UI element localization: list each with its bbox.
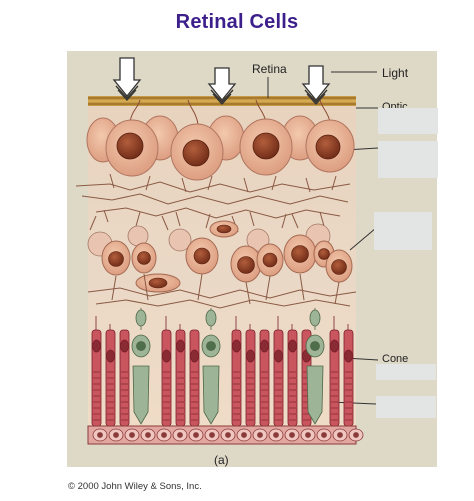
rod-nucleus <box>344 349 353 363</box>
pigment-cell-nucleus <box>129 432 135 438</box>
hidden-label-box <box>374 212 432 250</box>
rod-cell <box>189 329 200 427</box>
light-label: Light <box>382 66 409 80</box>
cone-cells <box>131 308 325 425</box>
rod-nucleus <box>120 339 129 353</box>
pigment-cell <box>124 428 140 442</box>
rod-nucleus <box>92 339 101 353</box>
rod-cells <box>91 316 354 427</box>
pigment-cell-nucleus <box>305 432 311 438</box>
rod-cell <box>245 324 256 427</box>
cone-cell <box>201 308 221 425</box>
pigment-cell <box>284 428 300 442</box>
hidden-label-box <box>376 364 436 380</box>
ganglion-cell-layer <box>86 99 355 181</box>
cone-pedicle <box>135 309 147 327</box>
hidden-label-box <box>376 396 436 418</box>
pigment-cell-nucleus <box>145 432 151 438</box>
cone-nucleus <box>206 341 216 351</box>
pigment-cell <box>236 428 252 442</box>
pigment-cell <box>268 428 284 442</box>
pigment-cell <box>140 428 156 442</box>
light-arrow-icon <box>112 57 142 101</box>
rod-cell <box>343 324 354 427</box>
pigment-cell <box>348 428 364 442</box>
figure-tag: (a) <box>214 453 229 467</box>
page-title: Retinal Cells <box>175 11 299 33</box>
rod-cell <box>329 316 340 427</box>
pigment-cell <box>92 428 108 442</box>
rod-nucleus <box>288 339 297 353</box>
pigment-cell <box>108 428 124 442</box>
rod-cell <box>287 324 298 427</box>
pigment-cell-nucleus <box>241 432 247 438</box>
rod-nucleus <box>162 349 171 363</box>
pigment-cell <box>204 428 220 442</box>
pigment-cell <box>172 428 188 442</box>
pigment-cell-nucleus <box>177 432 183 438</box>
rod-cell <box>119 329 130 427</box>
copyright-notice: © 2000 John Wiley & Sons, Inc. <box>68 481 202 492</box>
pigment-cell-nucleus <box>97 432 103 438</box>
pigment-cell-nucleus <box>321 432 327 438</box>
cone-outer-segment <box>306 365 324 425</box>
rod-cell <box>161 316 172 427</box>
cone-nucleus <box>136 341 146 351</box>
cone-cell <box>305 308 325 425</box>
pigment-cell <box>156 428 172 442</box>
cone-nucleus <box>310 341 320 351</box>
pigment-cell-nucleus <box>113 432 119 438</box>
rod-nucleus <box>260 339 269 353</box>
rod-nucleus <box>246 349 255 363</box>
retina-label: Retina <box>252 62 287 76</box>
light-arrow-icon <box>301 65 331 105</box>
cone-pedicle <box>309 309 321 327</box>
pigment-cell <box>188 428 204 442</box>
bipolar-cell-layer <box>87 220 353 293</box>
pigment-cell-nucleus <box>257 432 263 438</box>
pigment-cell <box>300 428 316 442</box>
pigment-cell <box>220 428 236 442</box>
rod-cell <box>175 324 186 427</box>
pigment-cell-nucleus <box>289 432 295 438</box>
pigment-cell-nucleus <box>209 432 215 438</box>
rod-nucleus <box>190 349 199 363</box>
rod-nucleus <box>106 349 115 363</box>
pigment-cell <box>252 428 268 442</box>
photoreceptor-layer <box>91 308 354 427</box>
pigment-cell <box>332 428 348 442</box>
rod-cell <box>105 324 116 427</box>
rod-nucleus <box>232 339 241 353</box>
pigment-cell-nucleus <box>225 432 231 438</box>
pigment-cell-nucleus <box>161 432 167 438</box>
cone-outer-segment <box>132 365 150 425</box>
pigment-cell-nucleus <box>273 432 279 438</box>
rod-nucleus <box>330 339 339 353</box>
pigment-cell-nucleus <box>353 432 359 438</box>
inner-plexiform-layer <box>75 173 351 233</box>
light-arrow-icons <box>112 57 331 105</box>
rod-cell <box>231 316 242 427</box>
rod-cell <box>91 316 102 427</box>
light-arrow-icon <box>207 67 237 105</box>
pigment-epithelium <box>87 425 364 445</box>
hidden-label-box <box>378 141 438 178</box>
rod-cell <box>273 316 284 427</box>
cone-pedicle <box>205 309 217 327</box>
pigment-cell-nucleus <box>193 432 199 438</box>
cone-cell <box>131 308 151 425</box>
rod-cell <box>259 329 270 427</box>
cone-outer-segment <box>202 365 220 425</box>
pigment-cell-nucleus <box>337 432 343 438</box>
rod-nucleus <box>274 349 283 363</box>
cone-label-partial: Cone <box>382 353 409 365</box>
outer-plexiform-layer <box>87 273 357 309</box>
hidden-label-box <box>378 108 438 134</box>
rod-nucleus <box>176 339 185 353</box>
pigment-cell <box>316 428 332 442</box>
